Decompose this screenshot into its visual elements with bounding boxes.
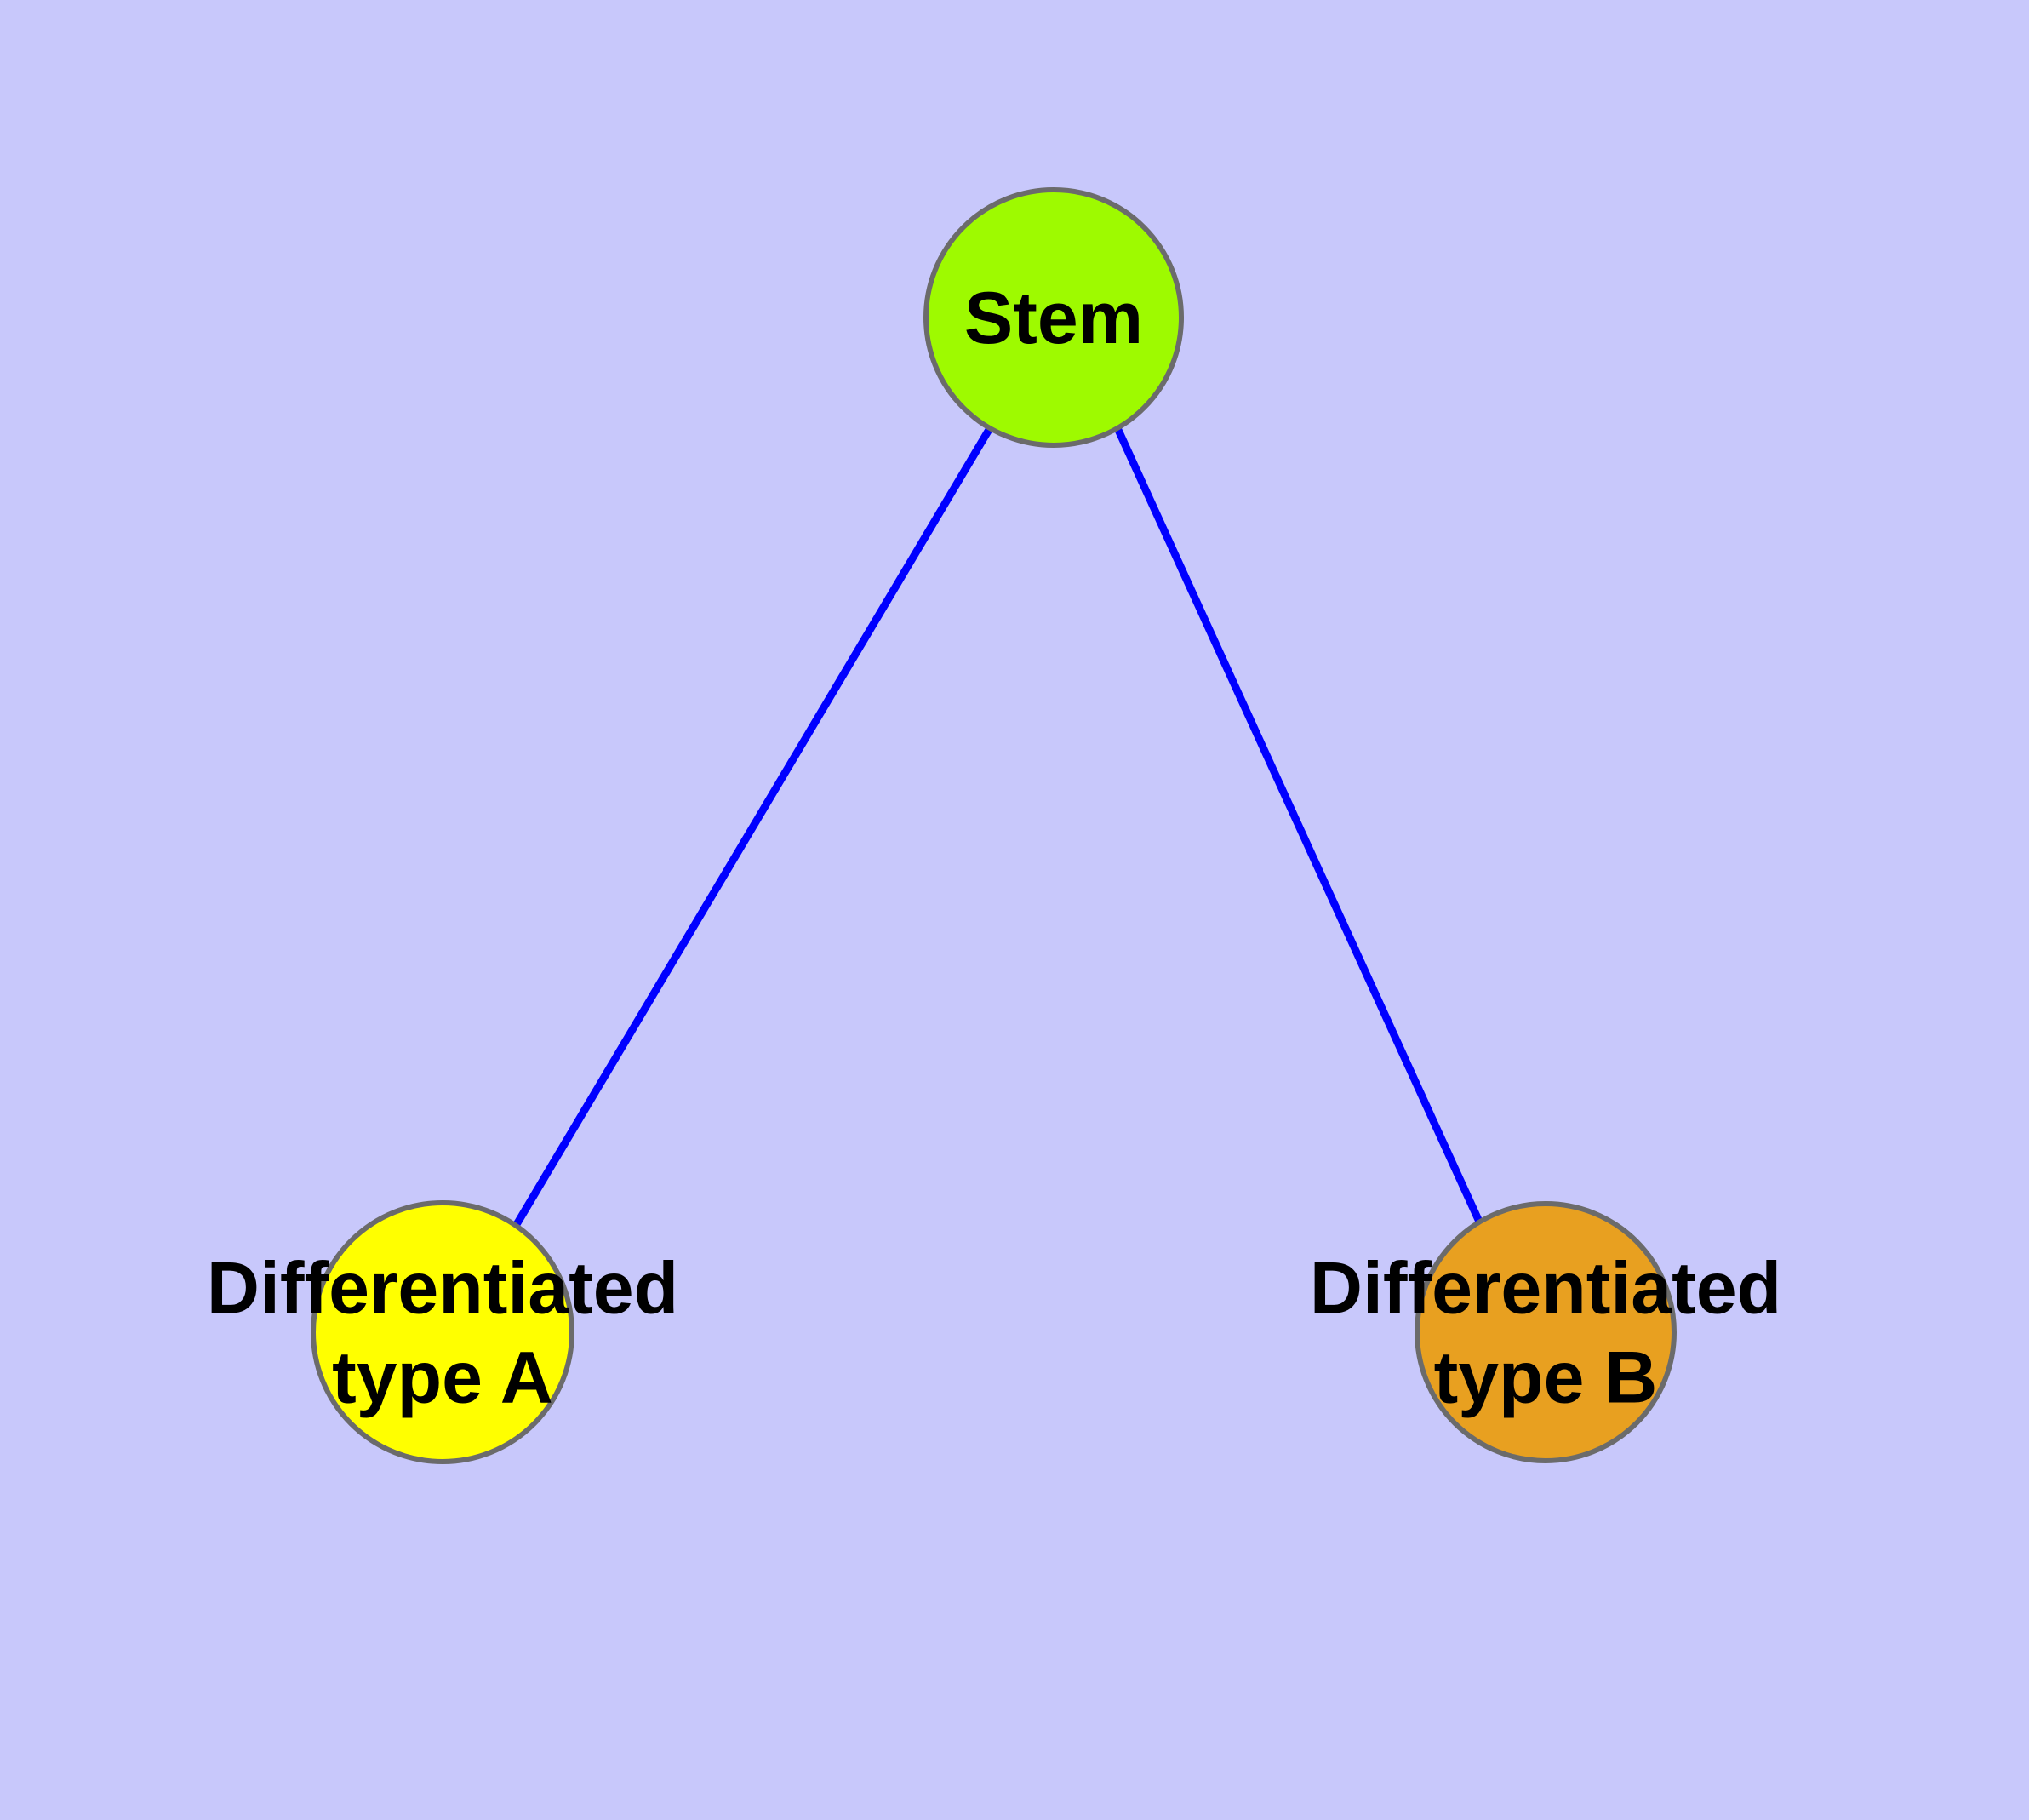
node-differentiated-type-a-circle[interactable] bbox=[311, 1200, 574, 1464]
node-stem-label: Stem bbox=[964, 278, 1143, 359]
node-stem-circle[interactable] bbox=[923, 187, 1184, 448]
edge-stem-to-differentiated-type-a[interactable] bbox=[512, 426, 993, 1228]
edge-layer bbox=[512, 426, 1483, 1228]
edge-stem-to-differentiated-type-b[interactable] bbox=[1113, 426, 1483, 1223]
node-differentiated-type-b-circle[interactable] bbox=[1415, 1201, 1677, 1463]
node-stem[interactable]: Stem bbox=[923, 187, 1184, 448]
